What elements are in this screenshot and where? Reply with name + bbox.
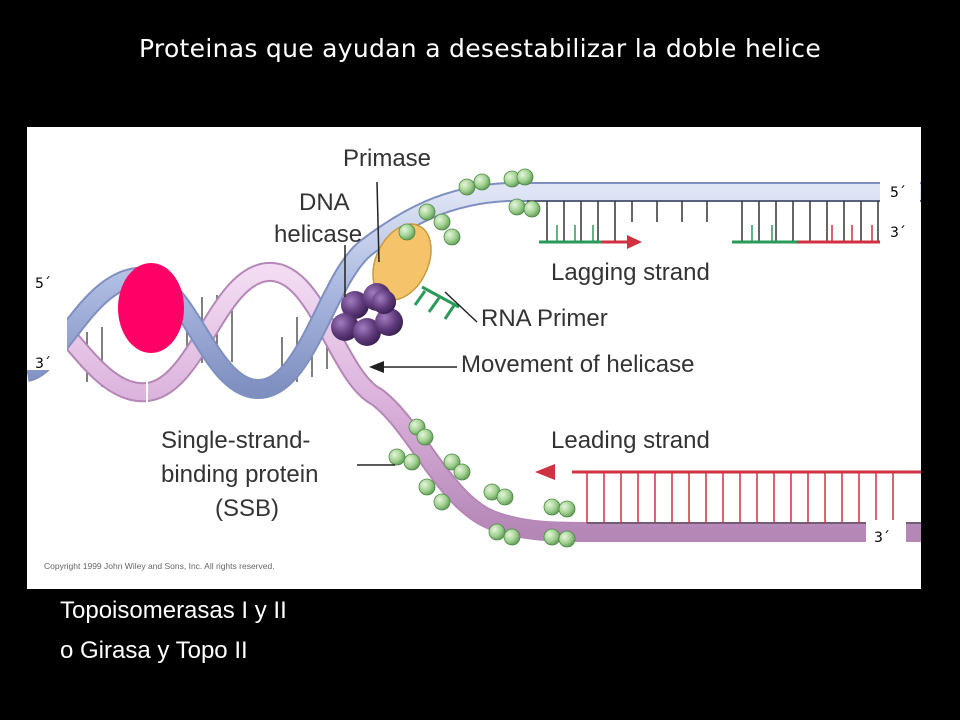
dna-helicase-label-line2: helicase <box>274 221 363 248</box>
dna-helicase-label-line1: DNA <box>299 189 350 216</box>
leading-strand-rungs <box>572 470 921 523</box>
helicase-enzyme <box>331 283 403 346</box>
ssb-label-line3: (SSB) <box>215 495 280 522</box>
lagging-fragment-1 <box>539 225 642 249</box>
topoisomerase-enzyme <box>118 263 184 353</box>
label-leader-lines <box>344 181 478 466</box>
leading-strand-label: Leading strand <box>551 427 710 454</box>
right-bottom-end-box: 3´ <box>866 520 906 557</box>
topoisomerase-caption-line1: Topoisomerasas I y II <box>60 597 287 624</box>
right-bottom-end-label: 3´ <box>874 530 890 546</box>
replication-fork-diagram <box>27 168 921 589</box>
primase-label: Primase <box>343 145 432 172</box>
left-bottom-end-label: 3´ <box>35 356 51 372</box>
rna-primer-label: RNA Primer <box>481 305 608 332</box>
dna-replication-figure: Primase DNA helicase Lagging strand RNA … <box>27 127 921 589</box>
top-strand <box>27 184 921 397</box>
right-top-end-label-1: 5´ <box>890 185 906 201</box>
movement-of-helicase-label: Movement of helicase <box>461 351 695 378</box>
lagging-strand-label: Lagging strand <box>551 259 710 286</box>
ssb-proteins <box>388 168 576 548</box>
bottom-strand <box>27 263 921 540</box>
lagging-fragment-2 <box>732 225 902 244</box>
right-top-end-label-2: 3´ <box>890 225 906 241</box>
right-top-end-box: 5´ 3´ <box>880 177 920 251</box>
rna-primer-mark <box>413 285 460 320</box>
left-top-end-label: 5´ <box>35 276 51 292</box>
ssb-label-line2: binding protein <box>161 461 319 488</box>
slide-title: Proteinas que ayudan a desestabilizar la… <box>138 34 821 63</box>
topoisomerase-caption-line2: o Girasa y Topo II <box>60 637 248 664</box>
ssb-label-line1: Single-strand- <box>161 427 311 454</box>
lagging-strand-rungs <box>546 201 879 242</box>
left-strand-end-box: 5´ 3´ <box>27 270 67 372</box>
copyright-notice: Copyright 1999 John Wiley and Sons, Inc.… <box>44 561 275 571</box>
leading-strand-arrowhead <box>535 464 555 480</box>
